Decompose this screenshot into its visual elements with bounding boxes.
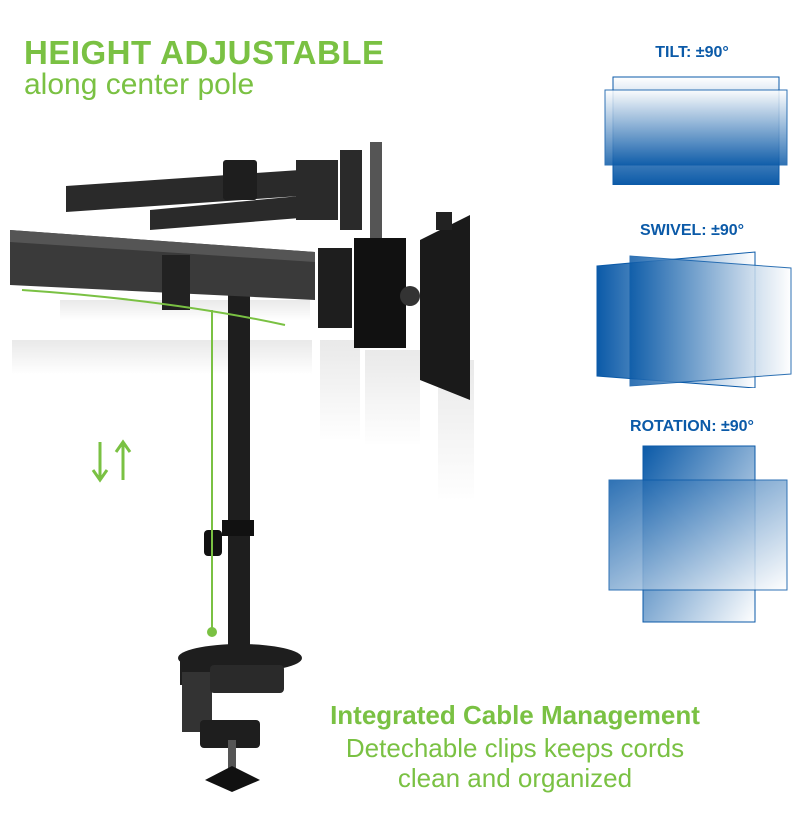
tilt-panel-icon [604, 76, 788, 185]
swivel-panel-icon [596, 251, 792, 388]
rotation-caption: ROTATION: ±90° [630, 418, 754, 435]
center-pole [204, 160, 257, 650]
cable-management-line-1: Detechable clips keeps cords [345, 733, 685, 763]
up-down-arrows-icon [91, 439, 132, 483]
cable-management-title: Integrated Cable Management [330, 700, 700, 730]
swing-arc [21, 289, 286, 326]
front-arm [10, 212, 470, 400]
swivel-caption: SWIVEL: ±90° [639, 222, 745, 239]
page-title: HEIGHT ADJUSTABLE [24, 34, 385, 71]
monitor-mount-illustration [10, 142, 474, 792]
page-subtitle: along center pole [24, 68, 255, 101]
tilt-caption: TILT: ±90° [655, 44, 729, 61]
rotation-panel-icon [608, 445, 788, 623]
desk-clamp [178, 644, 302, 792]
cable-line [207, 310, 217, 637]
cable-management-line-2: clean and organized [397, 763, 633, 793]
